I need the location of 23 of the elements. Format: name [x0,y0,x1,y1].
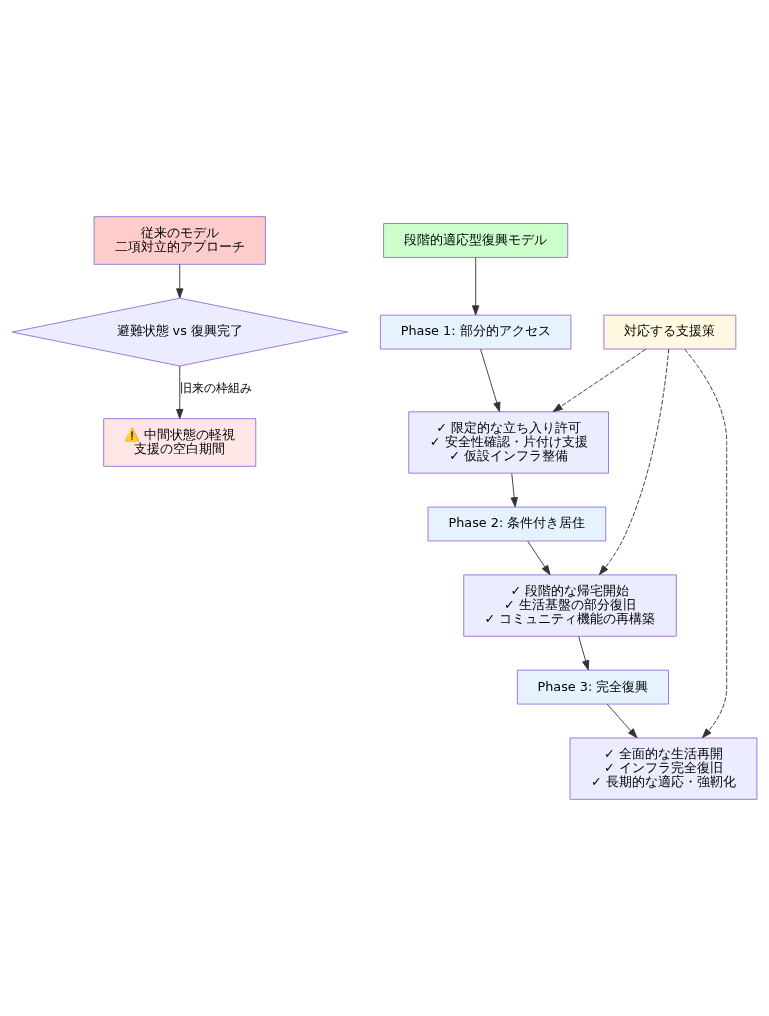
arrow [606,703,638,739]
arrow [176,365,184,420]
node-box: 従来のモデル 二項対立的アプローチ [93,216,266,265]
arrow [684,348,728,739]
arrow [599,348,670,576]
node-box: Phase 3: 完全復興 [516,669,669,705]
node-box: ✓ 段階的な帰宅開始 ✓ 生活基盤の部分復旧 ✓ コミュニティ機能の再構築 [463,574,677,637]
node-box: Phase 1: 部分的アクセス [379,314,572,350]
node-box: Phase 2: 条件付き居住 [427,506,607,542]
node-box: ⚠ 中間状態の軽視 支援の空白期間 [103,418,257,467]
node-diamond: 避難状態 vs 復興完了 [11,297,348,367]
node-box: ✓ 全面的な生活再開 ✓ インフラ完全復旧 ✓ 長期的な適応・強靭化 [569,737,758,800]
node-box: ✓ 限定的な立ち入り許可 ✓ 安全性確認・片付け支援 ✓ 仮設インフラ整備 [408,411,609,474]
node-box: 対応する支援策 [603,314,737,350]
arrow [578,636,590,671]
arrow [527,540,551,576]
node-box: 段階的適応型復興モデル [383,223,569,258]
arrow [552,348,647,413]
arrow [472,257,480,316]
edge-label: 旧来の枠組み [179,381,252,396]
arrow [176,264,184,299]
arrow [510,473,518,508]
arrow [480,348,501,413]
